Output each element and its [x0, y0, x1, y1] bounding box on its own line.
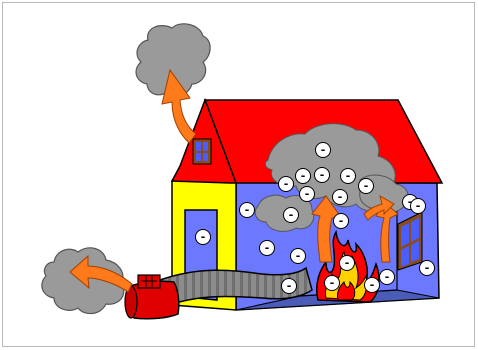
negative-ion-symbol: -: [346, 170, 351, 183]
negative-ion-symbol: -: [330, 277, 335, 290]
negative-ion: -: [334, 214, 349, 229]
negative-ion-symbol: -: [289, 209, 294, 222]
negative-ion-symbol: -: [339, 215, 344, 228]
negative-ion-symbol: -: [345, 257, 350, 270]
negative-ion: -: [300, 187, 315, 202]
negative-ion-symbol: -: [364, 180, 369, 193]
negative-ion: -: [296, 169, 311, 184]
negative-ion: -: [282, 279, 297, 294]
negative-ion: -: [359, 179, 374, 194]
negative-ion: -: [291, 249, 306, 264]
negative-ion-symbol: -: [321, 144, 326, 157]
negative-ion: -: [411, 199, 426, 214]
negative-ion: -: [279, 177, 294, 192]
negative-ion: -: [240, 203, 255, 218]
negative-ion-symbol: -: [301, 170, 306, 183]
negative-ion-symbol: -: [265, 242, 270, 255]
gable-window: [193, 139, 211, 164]
negative-ion: -: [316, 143, 331, 158]
negative-ion-symbol: -: [296, 250, 301, 263]
negative-ion-symbol: -: [201, 231, 206, 244]
negative-ion-symbol: -: [338, 191, 343, 204]
negative-ion: -: [196, 230, 211, 245]
negative-ion: -: [260, 241, 275, 256]
ventilation-fan: [125, 275, 179, 319]
negative-ion: -: [333, 190, 348, 205]
negative-ion: -: [325, 276, 340, 291]
negative-ion-symbol: -: [287, 280, 292, 293]
negative-ion: -: [315, 168, 330, 183]
negative-ion-symbol: -: [425, 262, 430, 275]
negative-ion-symbol: -: [320, 169, 325, 182]
negative-ion: -: [284, 208, 299, 223]
negative-ion-symbol: -: [305, 188, 310, 201]
negative-ion: -: [341, 169, 356, 184]
negative-ion: -: [340, 256, 355, 271]
negative-ion-symbol: -: [385, 271, 390, 284]
negative-ion-symbol: -: [370, 279, 375, 292]
negative-ion: -: [365, 278, 380, 293]
negative-ion-symbol: -: [284, 178, 289, 191]
negative-ion-symbol: -: [245, 204, 250, 217]
negative-ion: -: [380, 270, 395, 285]
negative-ion: -: [420, 261, 435, 276]
negative-ion-symbol: -: [416, 200, 421, 213]
